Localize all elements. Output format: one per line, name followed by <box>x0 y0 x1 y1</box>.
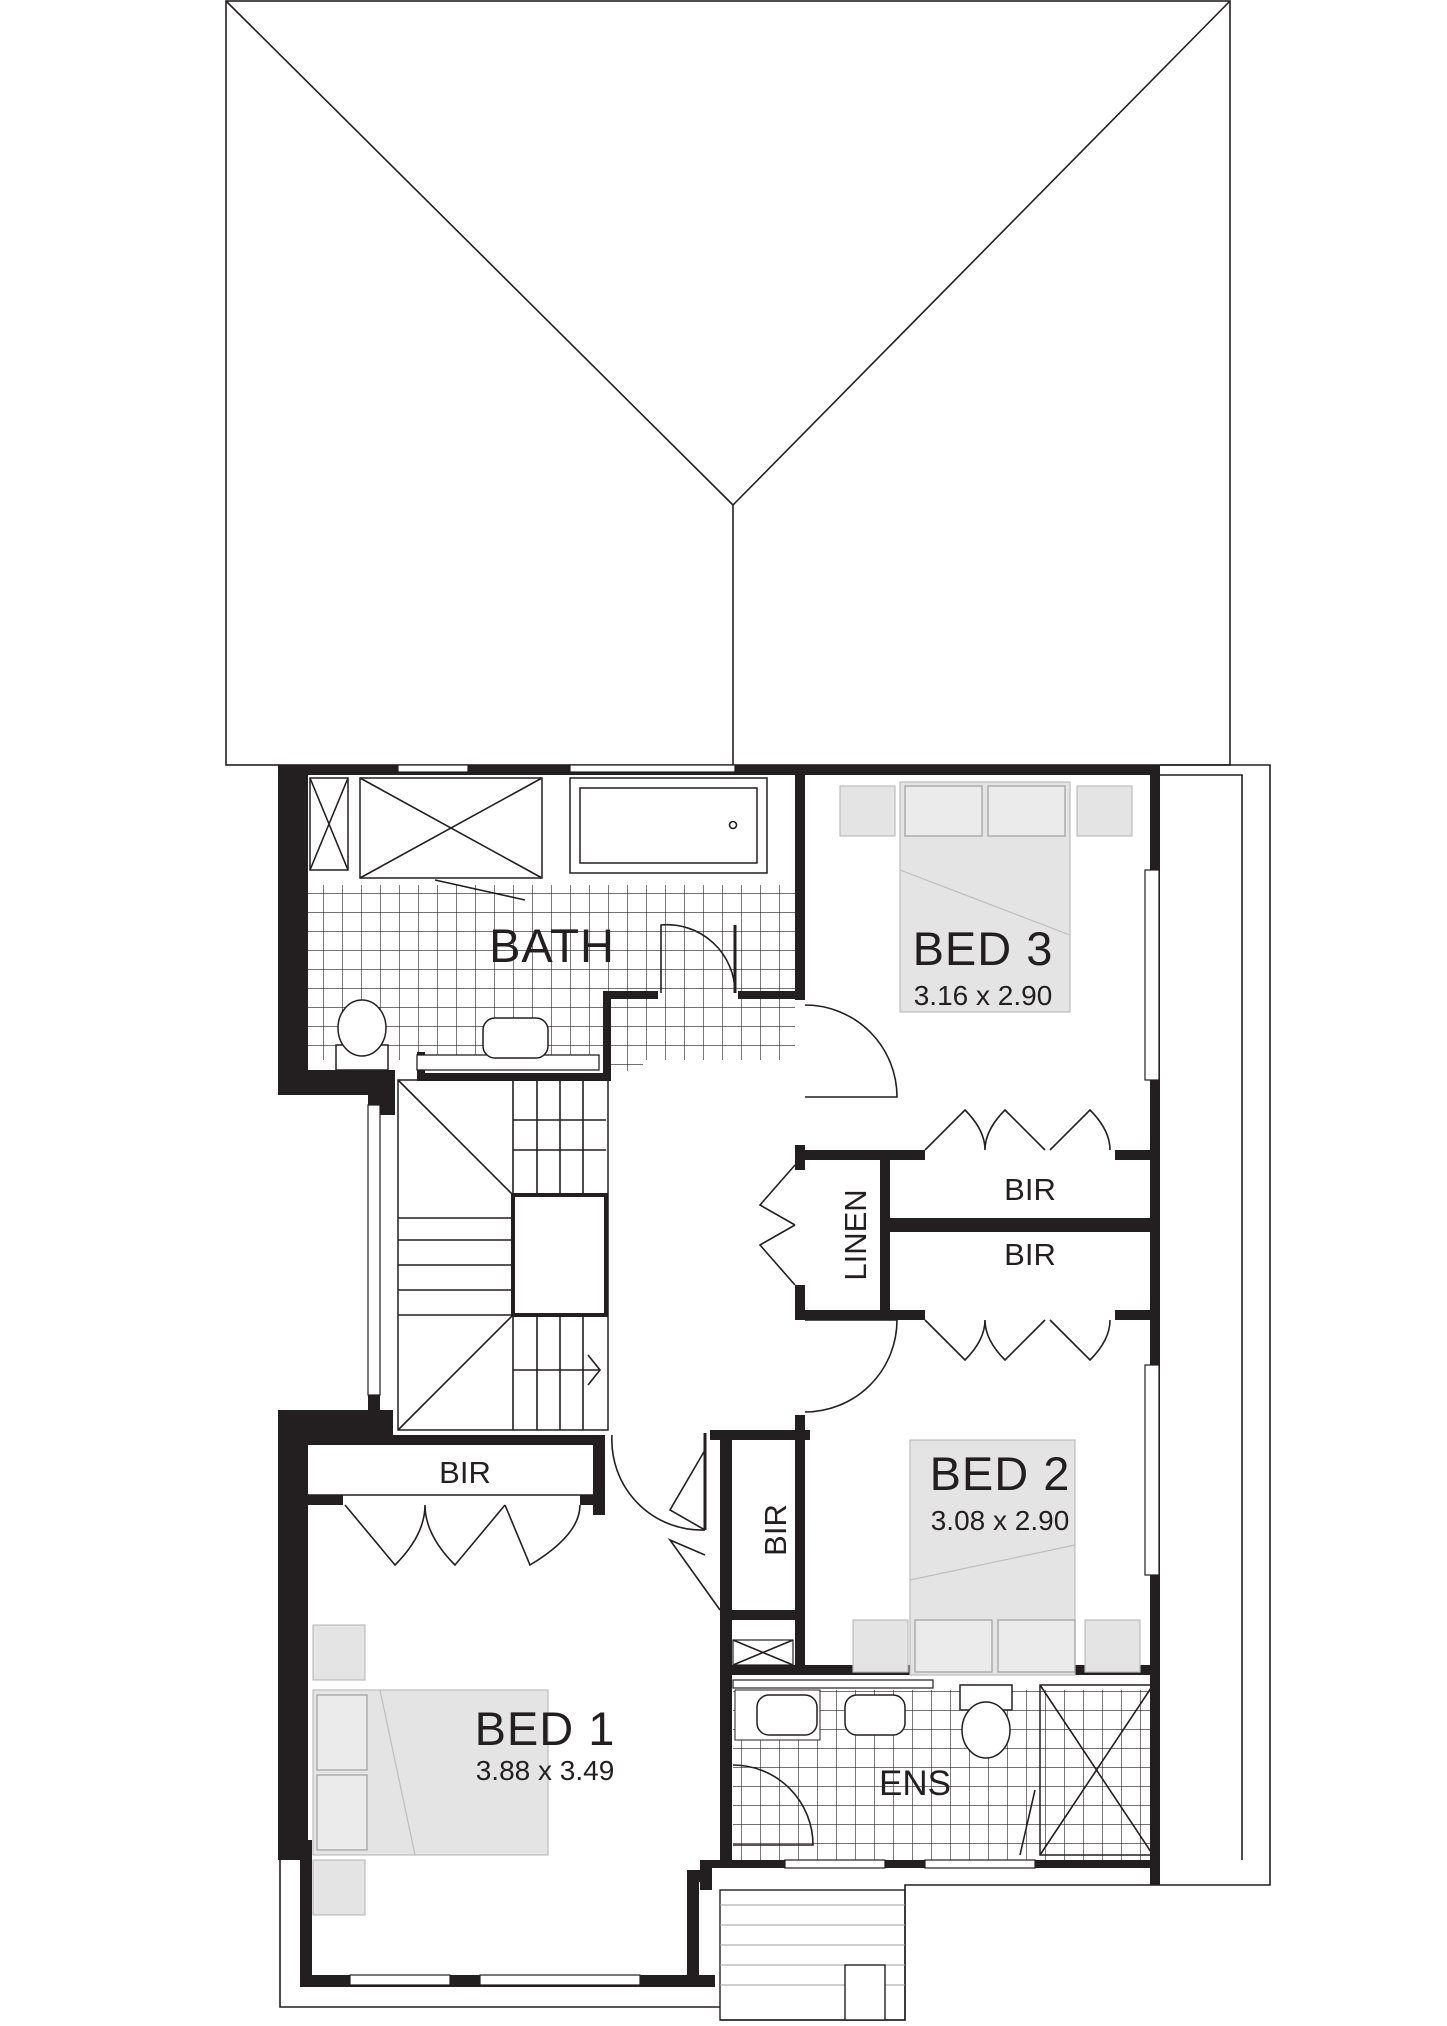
wardrobe-doors <box>308 1108 1111 1567</box>
ensuite-fixtures <box>732 1639 1154 1856</box>
hall-doors <box>611 1004 898 1611</box>
bir-hall-label: BIR <box>758 1504 793 1556</box>
bath-label: BATH <box>489 919 615 972</box>
bed2-label: BED 2 <box>930 1447 1071 1500</box>
bed3-label: BED 3 <box>913 922 1054 975</box>
bed1-furniture <box>312 1624 549 1916</box>
stairs <box>397 1079 609 1431</box>
windows <box>349 764 1160 1986</box>
bir-bed2-label: BIR <box>1004 1237 1056 1272</box>
bir-bed3-label: BIR <box>1004 1172 1056 1207</box>
bed1-label: BED 1 <box>475 1702 616 1755</box>
bed2-furniture <box>852 1439 1141 1676</box>
portico <box>719 1889 906 2021</box>
bed1-dimensions: 3.88 x 3.49 <box>476 1755 615 1786</box>
bath-fixtures <box>309 777 768 1071</box>
bir-bed1-label: BIR <box>439 1455 491 1490</box>
bed2-dimensions: 3.08 x 2.90 <box>931 1505 1070 1536</box>
linen-label: LINEN <box>838 1189 873 1280</box>
bed3-furniture <box>839 781 1133 1013</box>
roof-outline <box>225 0 1231 766</box>
bed3-dimensions: 3.16 x 2.90 <box>914 980 1053 1011</box>
ens-label: ENS <box>879 1764 951 1803</box>
